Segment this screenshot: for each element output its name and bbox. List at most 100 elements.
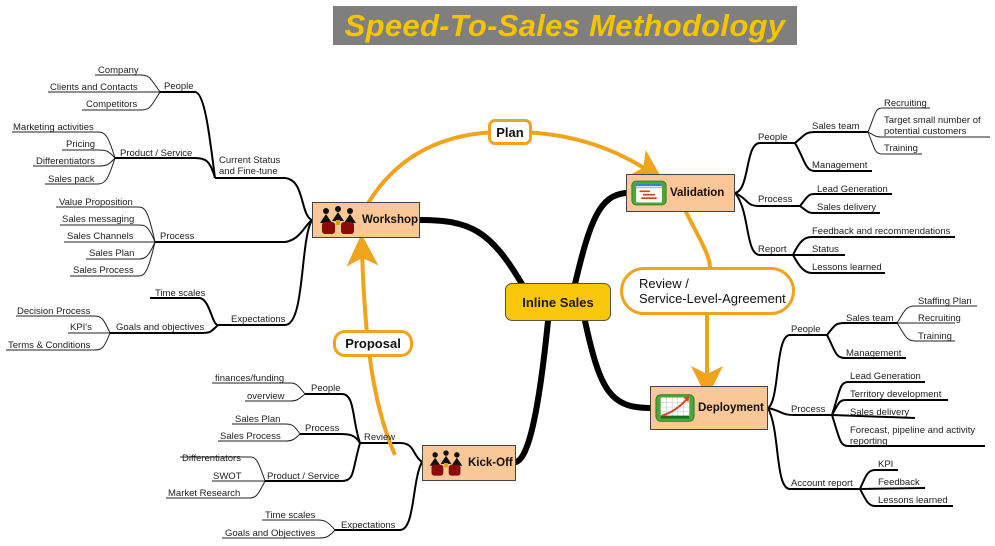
- ko-people-item[interactable]: finances/funding: [215, 373, 285, 384]
- ws-goals-item[interactable]: Decision Process: [17, 306, 91, 317]
- ko-people-item[interactable]: overview: [247, 391, 285, 402]
- branch-to-validation: [572, 190, 629, 287]
- review-sla-line2: Service-Level-Agreement: [639, 291, 786, 306]
- ws-product-item[interactable]: Sales pack: [48, 174, 95, 185]
- ws-expectations-topic[interactable]: Expectations: [231, 314, 286, 325]
- team-meeting-icon: [429, 450, 463, 476]
- dep-process-item[interactable]: Territory development: [850, 389, 942, 400]
- dep-process-topic[interactable]: Process: [791, 404, 826, 415]
- val-report-item[interactable]: Feedback and recommendations: [812, 226, 951, 237]
- dep-process-item[interactable]: Lead Generation: [850, 371, 921, 382]
- val-sales-team-item[interactable]: Target small number of potential custome…: [884, 115, 981, 137]
- ko-process-item[interactable]: Sales Plan: [235, 414, 281, 425]
- central-topic[interactable]: Inline Sales: [505, 283, 611, 321]
- dep-account-item[interactable]: Lessons learned: [878, 495, 948, 506]
- val-report-topic[interactable]: Report: [758, 244, 787, 255]
- validation-node[interactable]: Validation: [626, 174, 735, 212]
- proposal-arrow: [346, 234, 397, 456]
- dep-sales-team-topic[interactable]: Sales team: [846, 313, 894, 324]
- dep-account-item[interactable]: KPI: [878, 459, 894, 470]
- ko-expectations-item[interactable]: Time scales: [265, 510, 316, 521]
- ko-people-topic[interactable]: People: [311, 383, 341, 394]
- review-sla-line1: Review /: [639, 276, 689, 291]
- dep-sales-team-item[interactable]: Training: [918, 331, 952, 342]
- ws-process-item[interactable]: Sales messaging: [62, 214, 135, 225]
- link-val-process: [734, 192, 800, 207]
- ws-people-item[interactable]: Competitors: [86, 99, 138, 110]
- ko-product-topic[interactable]: Product / Service: [267, 471, 340, 482]
- dep-process-item[interactable]: Forecast, pipeline and activity reportin…: [850, 425, 976, 447]
- branch-to-kickoff: [513, 318, 551, 465]
- link-review: [360, 442, 423, 463]
- deployment-node[interactable]: Deployment: [650, 386, 768, 430]
- val-report-item[interactable]: Status: [812, 244, 839, 255]
- val-process-topic[interactable]: Process: [758, 194, 793, 205]
- link-expectations: [218, 219, 313, 326]
- ws-product-item[interactable]: Pricing: [66, 139, 96, 150]
- kickoff-node[interactable]: Kick-Off: [422, 445, 516, 481]
- ws-process-item[interactable]: Sales Process: [73, 265, 134, 276]
- ws-goals-item[interactable]: Terms & Conditions: [8, 340, 91, 351]
- ws-people-item[interactable]: Company: [98, 65, 139, 76]
- dep-management[interactable]: Management: [846, 348, 902, 359]
- ko-product-item[interactable]: SWOT: [213, 471, 242, 482]
- val-report-item[interactable]: Lessons learned: [812, 262, 882, 273]
- deployment-branches: [767, 322, 985, 507]
- ws-process-item[interactable]: Sales Plan: [89, 248, 135, 259]
- val-process-item[interactable]: Sales delivery: [817, 202, 877, 213]
- validation-branches: [734, 131, 955, 274]
- main-branches: [417, 190, 653, 465]
- page-title: Speed-To-Sales Methodology: [333, 6, 797, 45]
- dep-people-topic[interactable]: People: [791, 324, 821, 335]
- link-dep-account: [767, 407, 860, 490]
- current-status-line1: Current Status: [219, 155, 281, 166]
- ws-people-topic[interactable]: People: [164, 81, 194, 92]
- ko-review-topic[interactable]: Review: [364, 432, 396, 443]
- gantt-chart-icon: [631, 180, 667, 206]
- link-dep-process: [767, 407, 832, 416]
- ko-product-item[interactable]: Market Research: [168, 488, 241, 499]
- workshop-leaves: [6, 74, 161, 351]
- link-val-report: [734, 192, 793, 256]
- ko-expectations-topic[interactable]: Expectations: [341, 520, 396, 531]
- branch-to-deployment: [582, 318, 653, 411]
- ws-product-item[interactable]: Marketing activities: [13, 122, 94, 133]
- val-sales-team-topic[interactable]: Sales team: [812, 121, 860, 132]
- ws-process-topic[interactable]: Process: [160, 231, 195, 242]
- ws-process-item[interactable]: Sales Channels: [67, 231, 134, 242]
- ws-product-item[interactable]: Differentiators: [36, 156, 95, 167]
- ko-process-item[interactable]: Sales Process: [220, 431, 281, 442]
- link-process: [155, 219, 313, 243]
- dep-account-item[interactable]: Feedback: [878, 477, 920, 488]
- current-status-topic[interactable]: Current Status and Fine-tune: [219, 155, 280, 177]
- ws-process-item[interactable]: Value Proposition: [59, 197, 133, 208]
- link-people: [160, 91, 216, 179]
- kickoff-branches: [265, 393, 423, 531]
- review-sla-label: Review / Service-Level-Agreement: [620, 267, 795, 315]
- ws-time-scales[interactable]: Time scales: [155, 288, 206, 299]
- dep-account-topic[interactable]: Account report: [791, 478, 853, 489]
- link-product: [115, 157, 216, 179]
- link-val-people: [734, 142, 795, 194]
- ws-goals-item[interactable]: KPI's: [70, 322, 92, 333]
- ko-process-topic[interactable]: Process: [305, 423, 340, 434]
- dep-process-item[interactable]: Sales delivery: [850, 407, 910, 418]
- val-sales-team-item[interactable]: Training: [884, 143, 918, 154]
- val-process-item[interactable]: Lead Generation: [817, 184, 888, 195]
- val-people-topic[interactable]: People: [758, 132, 788, 143]
- link-goals: [110, 324, 219, 334]
- val-sales-team-item[interactable]: Recruiting: [884, 98, 927, 109]
- kickoff-label: Kick-Off: [468, 457, 513, 469]
- ko-product-item[interactable]: Differentiators: [182, 453, 241, 464]
- dep-sales-team-item[interactable]: Staffing Plan: [918, 296, 972, 307]
- workshop-node[interactable]: Workshop: [312, 202, 420, 238]
- dep-sales-team-item[interactable]: Recruiting: [918, 313, 961, 324]
- ws-goals-topic[interactable]: Goals and objectives: [116, 322, 205, 333]
- ws-product-topic[interactable]: Product / Service: [120, 148, 193, 159]
- ws-people-item[interactable]: Clients and Contacts: [50, 82, 138, 93]
- ko-expectations-item[interactable]: Goals and Objectives: [225, 528, 316, 539]
- link-expectations-ko: [335, 461, 423, 531]
- val-management[interactable]: Management: [812, 160, 868, 171]
